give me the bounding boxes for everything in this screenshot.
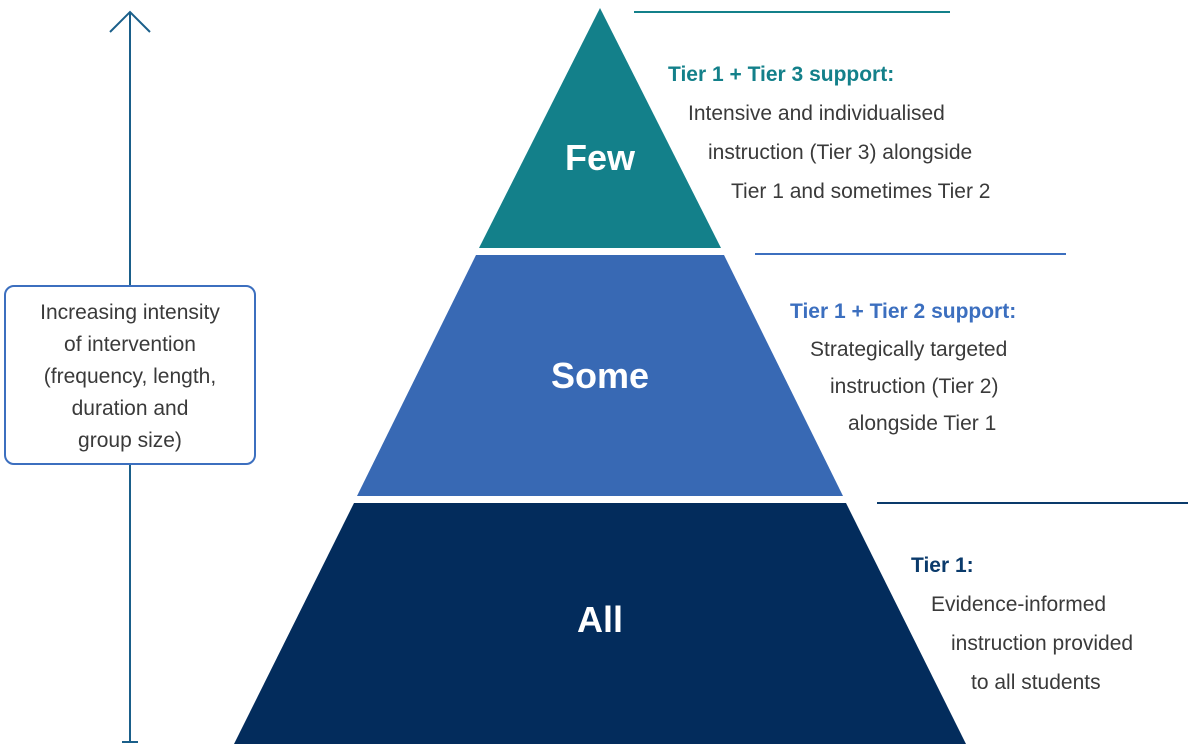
tier3-description: Tier 1 + Tier 3 support: Intensive and i…	[668, 55, 991, 211]
intensity-arrow-head-icon	[109, 10, 151, 33]
intensity-line: of intervention	[64, 333, 196, 356]
pyramid-tier-few	[479, 8, 721, 248]
pyramid-label-all: All	[576, 599, 623, 640]
tier1-heading: Tier 1:	[911, 554, 974, 577]
tier2-line: alongside Tier 1	[848, 412, 997, 435]
tier1-line: to all students	[971, 671, 1101, 694]
tier2-line: instruction (Tier 2)	[830, 375, 999, 398]
tier3-line: Intensive and individualised	[688, 102, 945, 125]
pyramid-tier-all	[234, 503, 966, 744]
tier2-heading: Tier 1 + Tier 2 support:	[790, 300, 1017, 323]
tier2-description: Tier 1 + Tier 2 support: Strategically t…	[790, 292, 1016, 442]
intensity-line: duration and	[71, 397, 189, 420]
pyramid-label-few: Few	[564, 137, 635, 178]
tier3-heading: Tier 1 + Tier 3 support:	[668, 63, 895, 86]
tier3-line: Tier 1 and sometimes Tier 2	[731, 180, 991, 203]
intensity-line: (frequency, length,	[43, 365, 217, 388]
intensity-line: group size)	[78, 429, 182, 452]
tier1-description: Tier 1: Evidence-informed instruction pr…	[911, 546, 1133, 702]
tier1-line: instruction provided	[951, 632, 1134, 655]
pyramid-tier-some	[357, 255, 843, 496]
intensity-description-box: Increasing intensity of intervention (fr…	[4, 285, 256, 465]
pyramid-label-some: Some	[550, 355, 650, 396]
intensity-line: Increasing intensity	[40, 301, 220, 324]
tier3-line: instruction (Tier 3) alongside	[708, 141, 973, 164]
tier1-line: Evidence-informed	[931, 593, 1107, 616]
tier2-line: Strategically targeted	[810, 338, 1008, 361]
